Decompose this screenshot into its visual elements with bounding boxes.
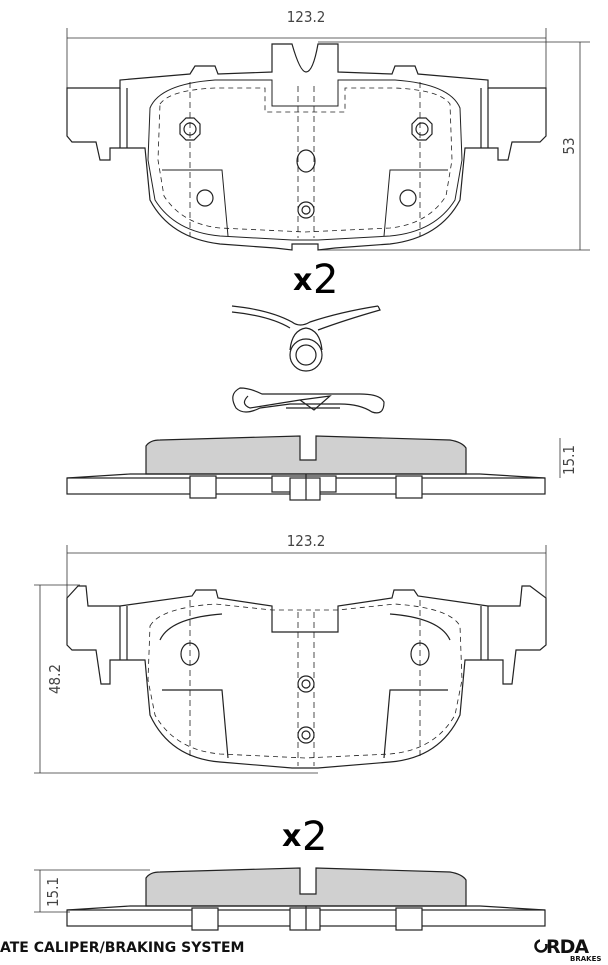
bottom-pad-side-view [34,867,546,931]
top-pad-side-view [66,435,561,501]
brand-logo-name: RDA [546,936,589,958]
bottom-quantity-count: 2 [302,814,327,860]
bottom-pad-front-view [34,545,547,774]
bottom-side-thickness-label: 15.1 [44,877,62,907]
brand-logo: RDA BRAKES [534,936,606,964]
top-pad-height-label: 53 [560,137,578,154]
brand-logo-mark-icon [534,939,548,953]
top-quantity-x: x [293,263,312,298]
top-pad-front-view [66,28,590,251]
top-pad-width-label: 123.2 [287,8,326,26]
spring-clip-upper [231,305,381,372]
bottom-pad-height-label: 48.2 [46,664,64,694]
spring-clip-lower [232,387,385,414]
bottom-pad-width-label: 123.2 [287,532,326,550]
top-side-thickness-label: 15.1 [560,445,578,475]
brand-logo-sub: BRAKES [570,955,602,963]
top-quantity-count: 2 [313,257,338,303]
bottom-quantity-x: x [282,819,301,854]
footer-caption: ATE CALIPER/BRAKING SYSTEM [0,940,245,956]
